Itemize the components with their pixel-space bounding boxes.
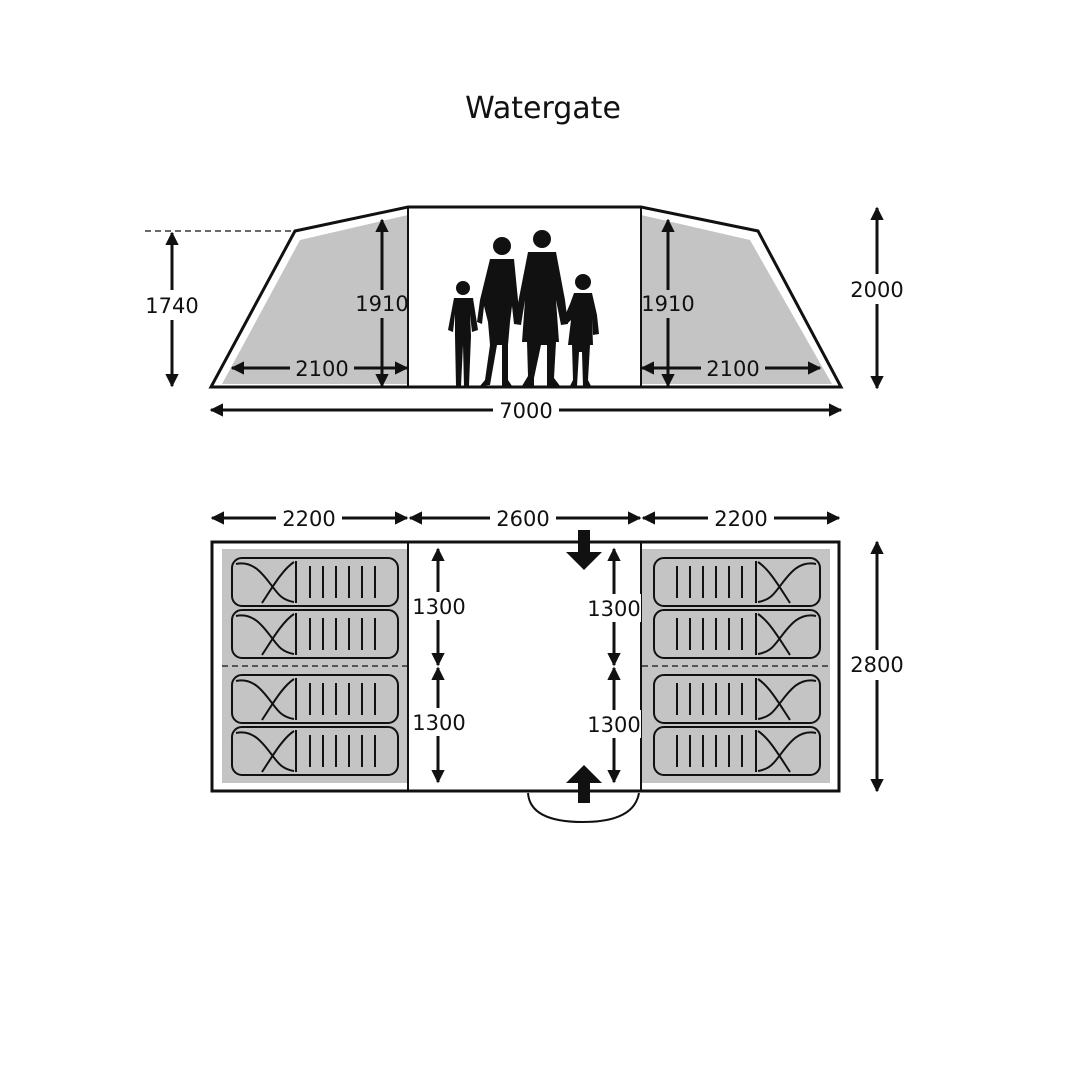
left-berth-upper-label: 1300 bbox=[412, 595, 465, 619]
right-sleeping-bags bbox=[653, 557, 821, 776]
floor-plan: 2200 2600 2200 2800 1300 1300 1300 1300 bbox=[210, 504, 908, 824]
overall-width-label: 2800 bbox=[850, 653, 903, 677]
man-silhouette bbox=[514, 230, 568, 386]
right-room-height-label: 1910 bbox=[641, 292, 694, 316]
sleeping-bag-icon bbox=[231, 609, 399, 659]
family-silhouette bbox=[448, 230, 599, 386]
right-room-width-label: 2200 bbox=[714, 507, 767, 531]
left-bedroom-fill bbox=[222, 215, 408, 384]
sleeping-bag-icon bbox=[231, 557, 399, 607]
left-room-width-label: 2200 bbox=[282, 507, 335, 531]
sleeping-bag-icon bbox=[653, 726, 821, 776]
sleeping-bag-icon bbox=[653, 609, 821, 659]
right-bedroom-fill bbox=[641, 215, 832, 384]
sleeping-bag-icon bbox=[653, 557, 821, 607]
left-sleeping-bags bbox=[231, 557, 399, 776]
child-right-silhouette bbox=[563, 274, 599, 386]
left-room-depth-label: 2100 bbox=[295, 357, 348, 381]
left-room-height-label: 1910 bbox=[355, 292, 408, 316]
child-left-silhouette bbox=[448, 281, 478, 386]
door-swing-arc bbox=[527, 792, 640, 824]
right-berth-lower-label: 1300 bbox=[587, 713, 640, 737]
sleeping-bag-icon bbox=[231, 726, 399, 776]
overall-height-label: 2000 bbox=[850, 278, 903, 302]
left-berth-lower-label: 1300 bbox=[412, 711, 465, 735]
center-width-label: 2600 bbox=[496, 507, 549, 531]
left-wall-height-label: 1740 bbox=[145, 294, 198, 318]
diagram-title: Watergate bbox=[465, 91, 621, 126]
sleeping-bag-icon bbox=[653, 674, 821, 724]
sleeping-bag-icon bbox=[231, 674, 399, 724]
front-door-arrow-icon bbox=[566, 765, 602, 803]
overall-length-label: 7000 bbox=[499, 399, 552, 423]
right-berth-upper-label: 1300 bbox=[587, 597, 640, 621]
side-view: 1740 1910 1910 2000 2100 2100 7000 bbox=[145, 205, 908, 424]
right-room-depth-label: 2100 bbox=[706, 357, 759, 381]
woman-silhouette bbox=[477, 237, 520, 386]
rear-door-arrow-icon bbox=[566, 530, 602, 570]
floor-plan-outline bbox=[210, 540, 841, 793]
